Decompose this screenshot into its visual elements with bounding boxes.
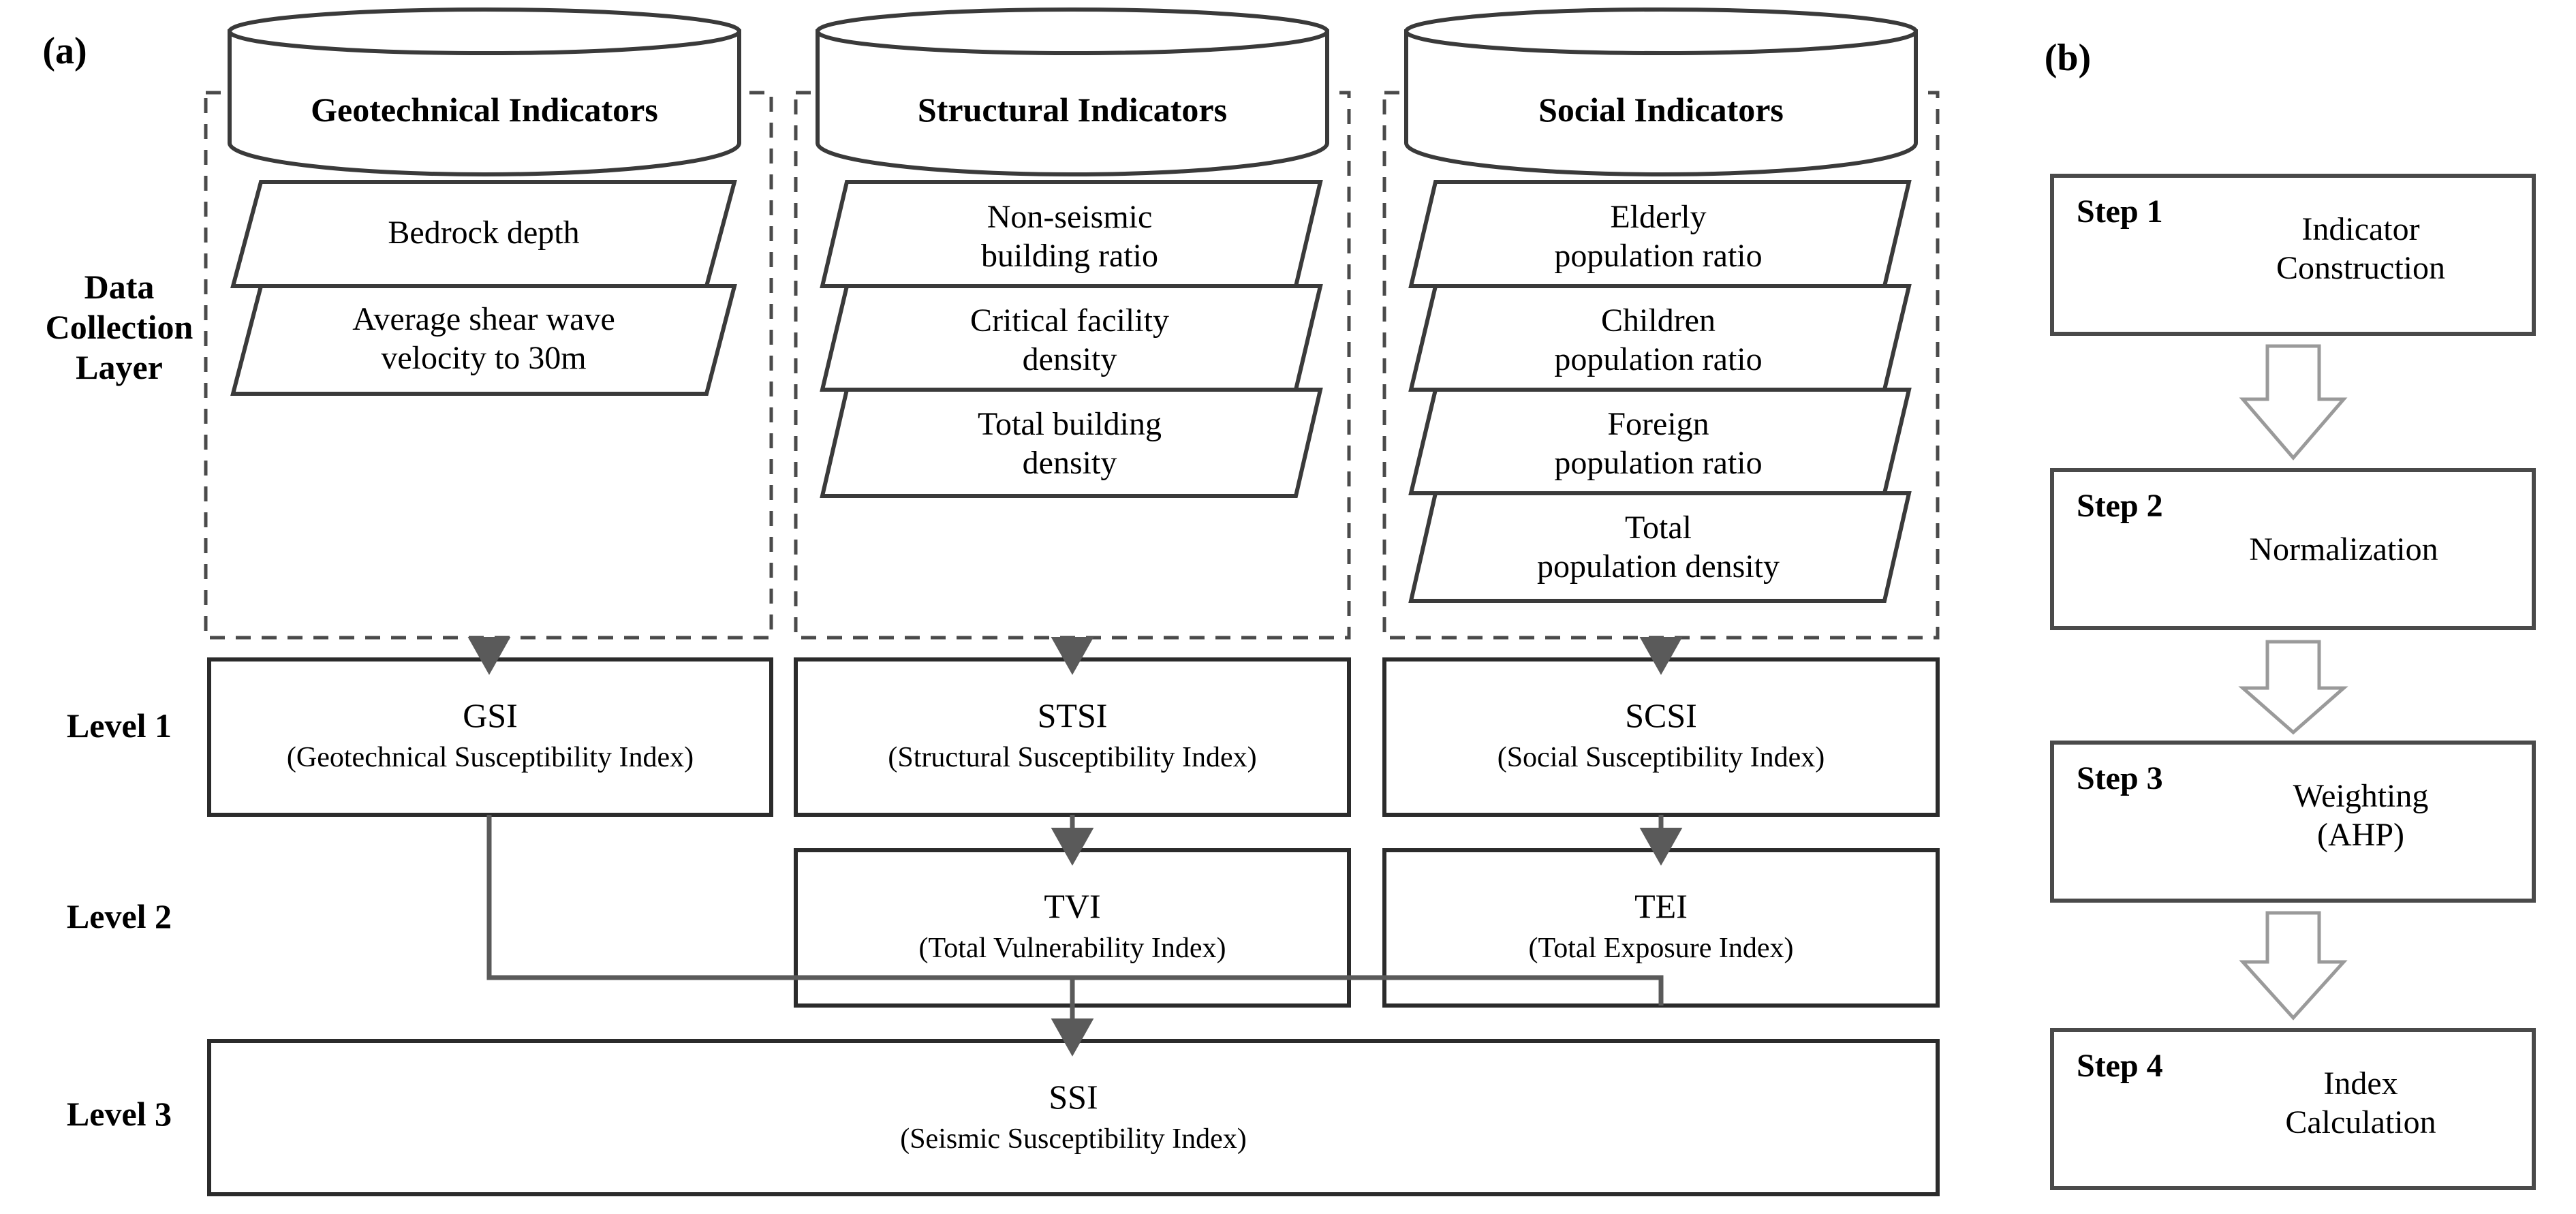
row-label-level-1: Level 1	[66, 706, 172, 745]
box-scsi	[1382, 657, 1940, 817]
step-1-tag: Step 1	[2077, 193, 2163, 230]
cylinder-title-structural: Structural Indicators	[917, 90, 1228, 129]
step-3-tag: Step 3	[2077, 760, 2163, 796]
box-gsi-full: (Geotechnical Susceptibility Index)	[286, 742, 694, 774]
block-arrow-3-4	[2239, 911, 2348, 1021]
box-scsi-full: (Social Susceptibility Index)	[1497, 742, 1825, 774]
step-4-tag: Step 4	[2077, 1047, 2163, 1084]
box-stsi-abbr: STSI	[1037, 696, 1108, 734]
panel-b-tag: (b)	[2044, 36, 2092, 79]
box-ssi	[207, 1039, 1940, 1196]
box-gsi	[207, 657, 773, 817]
box-tvi-abbr: TVI	[1044, 886, 1101, 925]
cylinder-title-geotechnical: Geotechnical Indicators	[311, 90, 658, 129]
block-arrow-2-3	[2238, 640, 2348, 735]
indicator-total-population-density: Total population density	[1537, 510, 1780, 585]
box-tei	[1382, 848, 1940, 1008]
connectors-group-to-level1	[467, 636, 1683, 675]
block-arrow-1-2	[2239, 344, 2348, 461]
level3-boxes	[207, 1039, 1940, 1196]
box-tei-full: (Total Exposure Index)	[1528, 933, 1794, 965]
line-tei-down-left	[1072, 975, 1664, 1006]
indicator-non-seismic-building-ratio: Non-seismic building ratio	[981, 199, 1158, 274]
box-ssi-full: (Seismic Susceptibility Index)	[900, 1123, 1247, 1155]
connectors-level1-to-level2	[1051, 815, 1683, 866]
box-tvi	[794, 848, 1351, 1008]
row-label-level-3: Level 3	[66, 1094, 172, 1133]
step-2-tag: Step 2	[2077, 487, 2163, 524]
level2-boxes	[794, 848, 1940, 1008]
indicator-foreign-population-ratio: Foreign population ratio	[1554, 406, 1763, 481]
indicator-elderly-population-ratio: Elderly population ratio	[1554, 199, 1763, 274]
box-stsi-full: (Structural Susceptibility Index)	[888, 742, 1257, 774]
box-scsi-abbr: SCSI	[1625, 696, 1697, 734]
cylinder-title-social: Social Indicators	[1538, 90, 1784, 129]
box-ssi-abbr: SSI	[1049, 1077, 1098, 1116]
step-block-arrows	[2238, 344, 2348, 1021]
step-3-text: Weighting (AHP)	[2293, 778, 2429, 853]
level1-boxes	[207, 657, 1940, 817]
step-boxes	[2050, 174, 2536, 1190]
row-label-level-2: Level 2	[66, 897, 172, 935]
row-label-data-collection: Data Collection Layer	[45, 267, 193, 386]
box-tvi-full: (Total Vulnerability Index)	[918, 933, 1226, 965]
step-2-text: Normalization	[2249, 531, 2438, 567]
indicator-total-building-density: Total building density	[978, 406, 1162, 481]
step-4-text: Index Calculation	[2285, 1065, 2436, 1140]
indicator-bedrock-depth: Bedrock depth	[388, 214, 580, 251]
step-1-text: Indicator Construction	[2276, 211, 2445, 286]
indicator-critical-facility-density: Critical facility density	[970, 302, 1169, 377]
indicator-children-population-ratio: Children population ratio	[1554, 302, 1763, 377]
panel-a-tag: (a)	[42, 29, 87, 72]
box-gsi-abbr: GSI	[463, 696, 518, 734]
box-stsi	[794, 657, 1351, 817]
box-tei-abbr: TEI	[1634, 886, 1688, 925]
indicator-average-shear-wave-velocity: Average shear wave velocity to 30m	[352, 301, 615, 376]
